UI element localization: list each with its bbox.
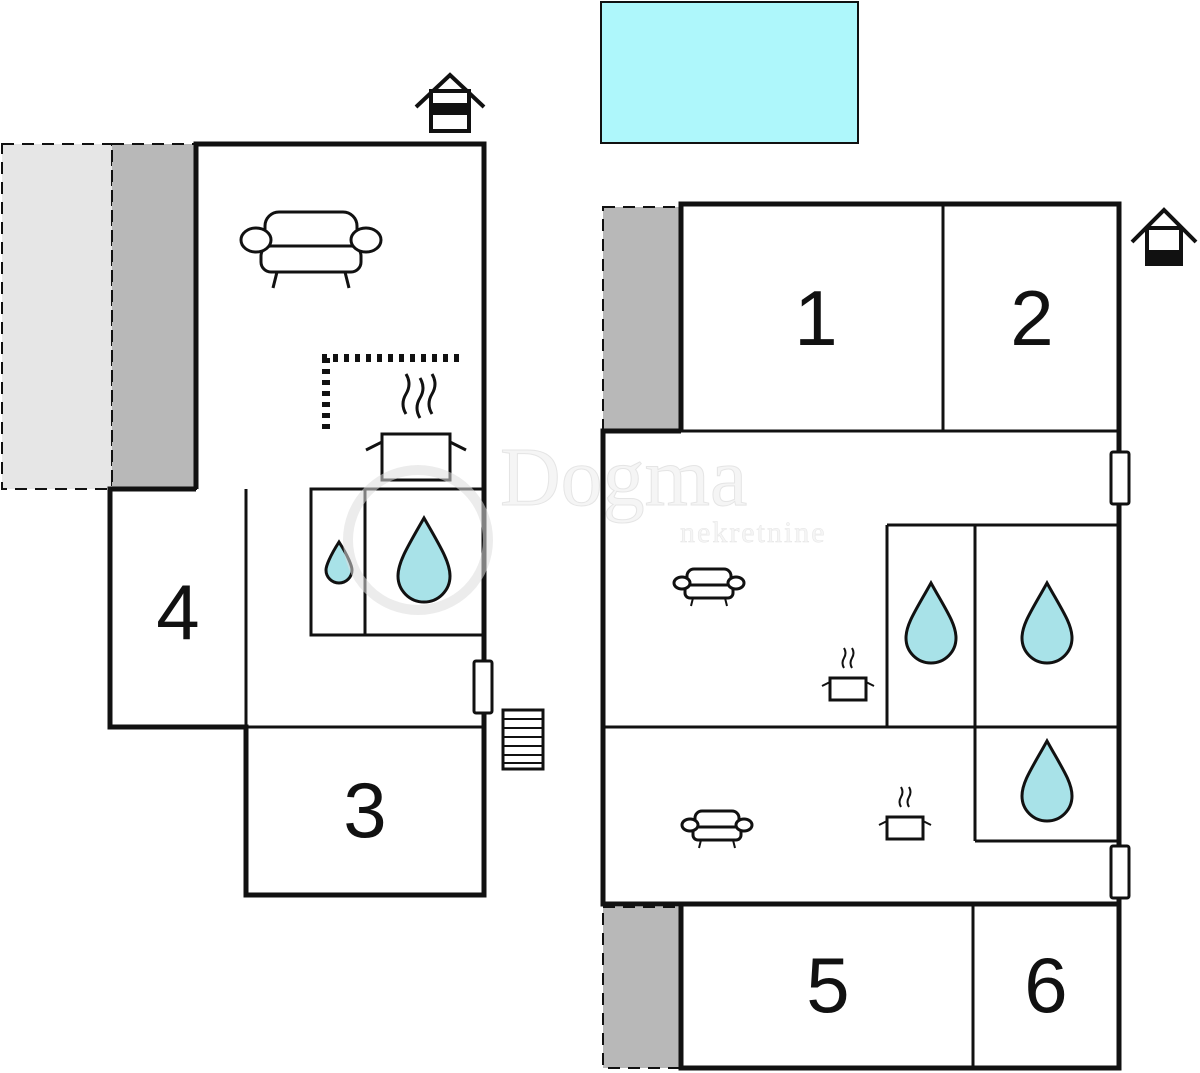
kitchen-counter bbox=[322, 354, 462, 432]
watermark: Dogma nekretnine bbox=[343, 431, 827, 615]
room-number-4: 4 bbox=[156, 568, 199, 656]
cooking-pot-icon bbox=[821, 647, 875, 702]
sofa-icon bbox=[672, 567, 746, 607]
room-number-1: 1 bbox=[794, 274, 837, 362]
door-icon bbox=[472, 659, 494, 715]
stairs-icon bbox=[501, 708, 545, 771]
water-drop-icon bbox=[1020, 579, 1074, 665]
sofa-icon bbox=[239, 210, 383, 289]
pool-icon bbox=[600, 1, 859, 144]
left-unit-walls bbox=[107, 141, 487, 898]
watermark-tagline: nekretnine bbox=[680, 516, 827, 549]
door-icon bbox=[1109, 844, 1131, 900]
cooking-pot-icon bbox=[365, 373, 467, 482]
terrace-dark-left bbox=[111, 143, 197, 490]
sofa-icon bbox=[680, 809, 754, 849]
terrace-dark-right-top bbox=[602, 206, 682, 432]
room-number-6: 6 bbox=[1024, 941, 1067, 1029]
right-unit-walls bbox=[600, 201, 1122, 1071]
watermark-brand: Dogma bbox=[500, 431, 747, 524]
water-drop-icon bbox=[396, 514, 452, 604]
terrace-dark-right-bottom bbox=[602, 906, 682, 1069]
door-icon bbox=[1109, 450, 1131, 506]
terrace-light-left bbox=[1, 143, 113, 490]
room-number-3: 3 bbox=[343, 766, 386, 854]
cooking-pot-icon bbox=[878, 786, 932, 841]
house-entrance-icon bbox=[414, 72, 486, 133]
room-number-2: 2 bbox=[1010, 274, 1053, 362]
water-drop-icon bbox=[904, 579, 958, 665]
water-drop-icon bbox=[1020, 737, 1074, 823]
room-number-5: 5 bbox=[806, 941, 849, 1029]
house-entrance-icon bbox=[1130, 207, 1198, 266]
